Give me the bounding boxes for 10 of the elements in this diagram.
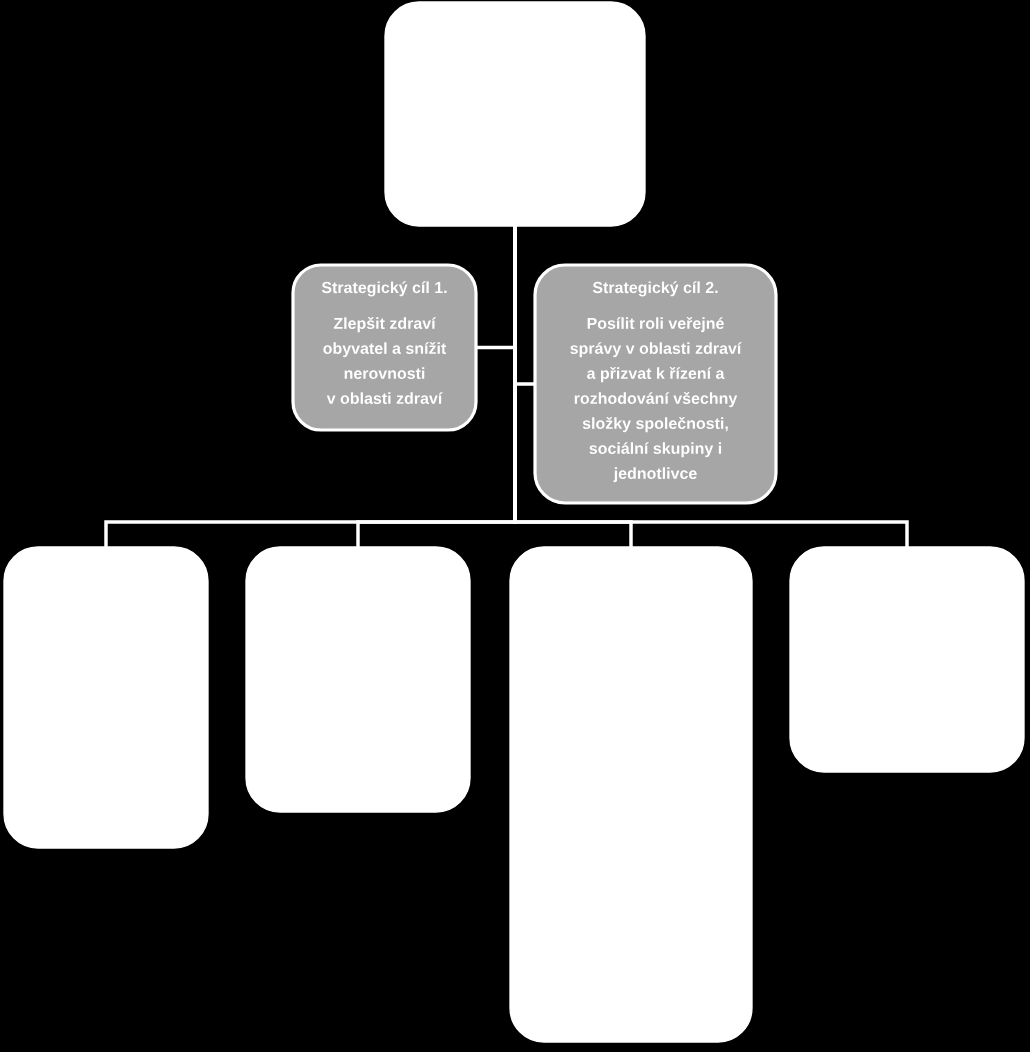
goal-heading: Strategický cíl 1. bbox=[321, 281, 447, 297]
blank-box bbox=[384, 1, 646, 227]
blank-box bbox=[789, 546, 1025, 773]
blank-box bbox=[509, 546, 753, 1043]
goal-heading: Strategický cíl 2. bbox=[592, 281, 718, 297]
connector-line bbox=[513, 226, 909, 547]
blank-box bbox=[245, 546, 471, 813]
goal-description: Posílit roli veřejné správy v oblasti zdraví a přizvat k řízení a rozhodování všechny složky společnosti, sociální skupiny i jednotlivce bbox=[570, 316, 742, 483]
blank-box bbox=[3, 546, 209, 849]
goal-description: Zlepšit zdraví obyvatel a snížit nerovnosti v oblasti zdraví bbox=[323, 316, 447, 404]
